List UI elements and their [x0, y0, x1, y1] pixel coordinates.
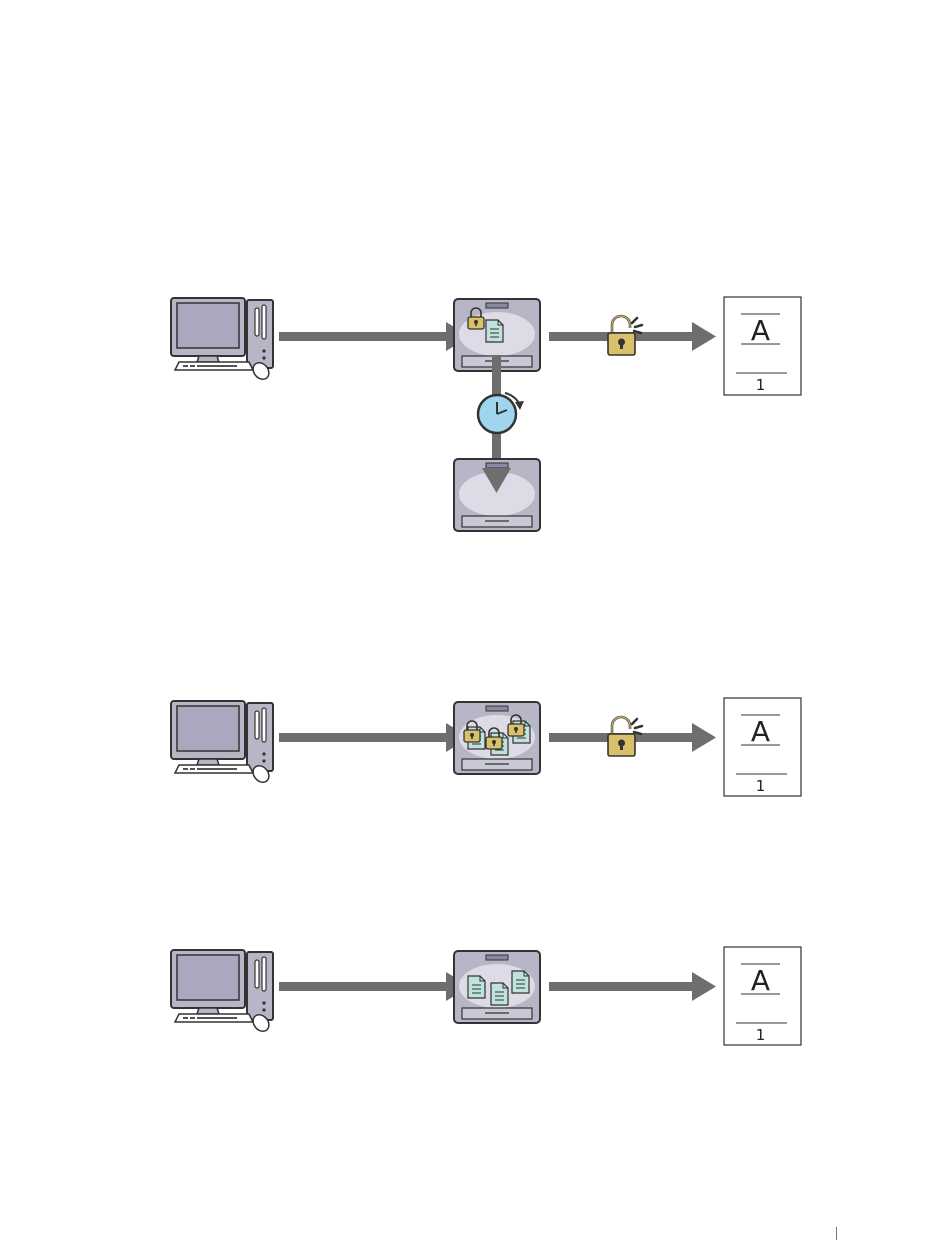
computer-icon — [171, 298, 273, 382]
page-edge-marker — [836, 1227, 837, 1240]
document-icon — [491, 983, 508, 1005]
arrow-printer-to-output — [549, 972, 716, 1001]
output-page-number: 1 — [756, 1026, 766, 1044]
clock-icon — [478, 393, 524, 433]
diagram-secure-print-multiple-jobs: A 1 — [171, 698, 801, 796]
output-page-letter: A — [751, 964, 770, 997]
arrow-computer-to-printer — [279, 322, 470, 351]
arrow-computer-to-printer — [279, 972, 470, 1001]
output-page-letter: A — [751, 314, 770, 347]
output-page-number: 1 — [756, 376, 766, 394]
arrow-computer-to-printer — [279, 723, 470, 752]
computer-icon — [171, 701, 273, 785]
document-icon — [468, 976, 485, 998]
output-page-letter: A — [751, 715, 770, 748]
diagram-store-print: A 1 — [171, 947, 801, 1045]
output-page-number: 1 — [756, 777, 766, 795]
document-icon — [512, 971, 529, 993]
diagram-secure-print-with-expiry: A 1 — [171, 297, 801, 531]
computer-icon — [171, 950, 273, 1034]
document-icon — [486, 320, 503, 342]
